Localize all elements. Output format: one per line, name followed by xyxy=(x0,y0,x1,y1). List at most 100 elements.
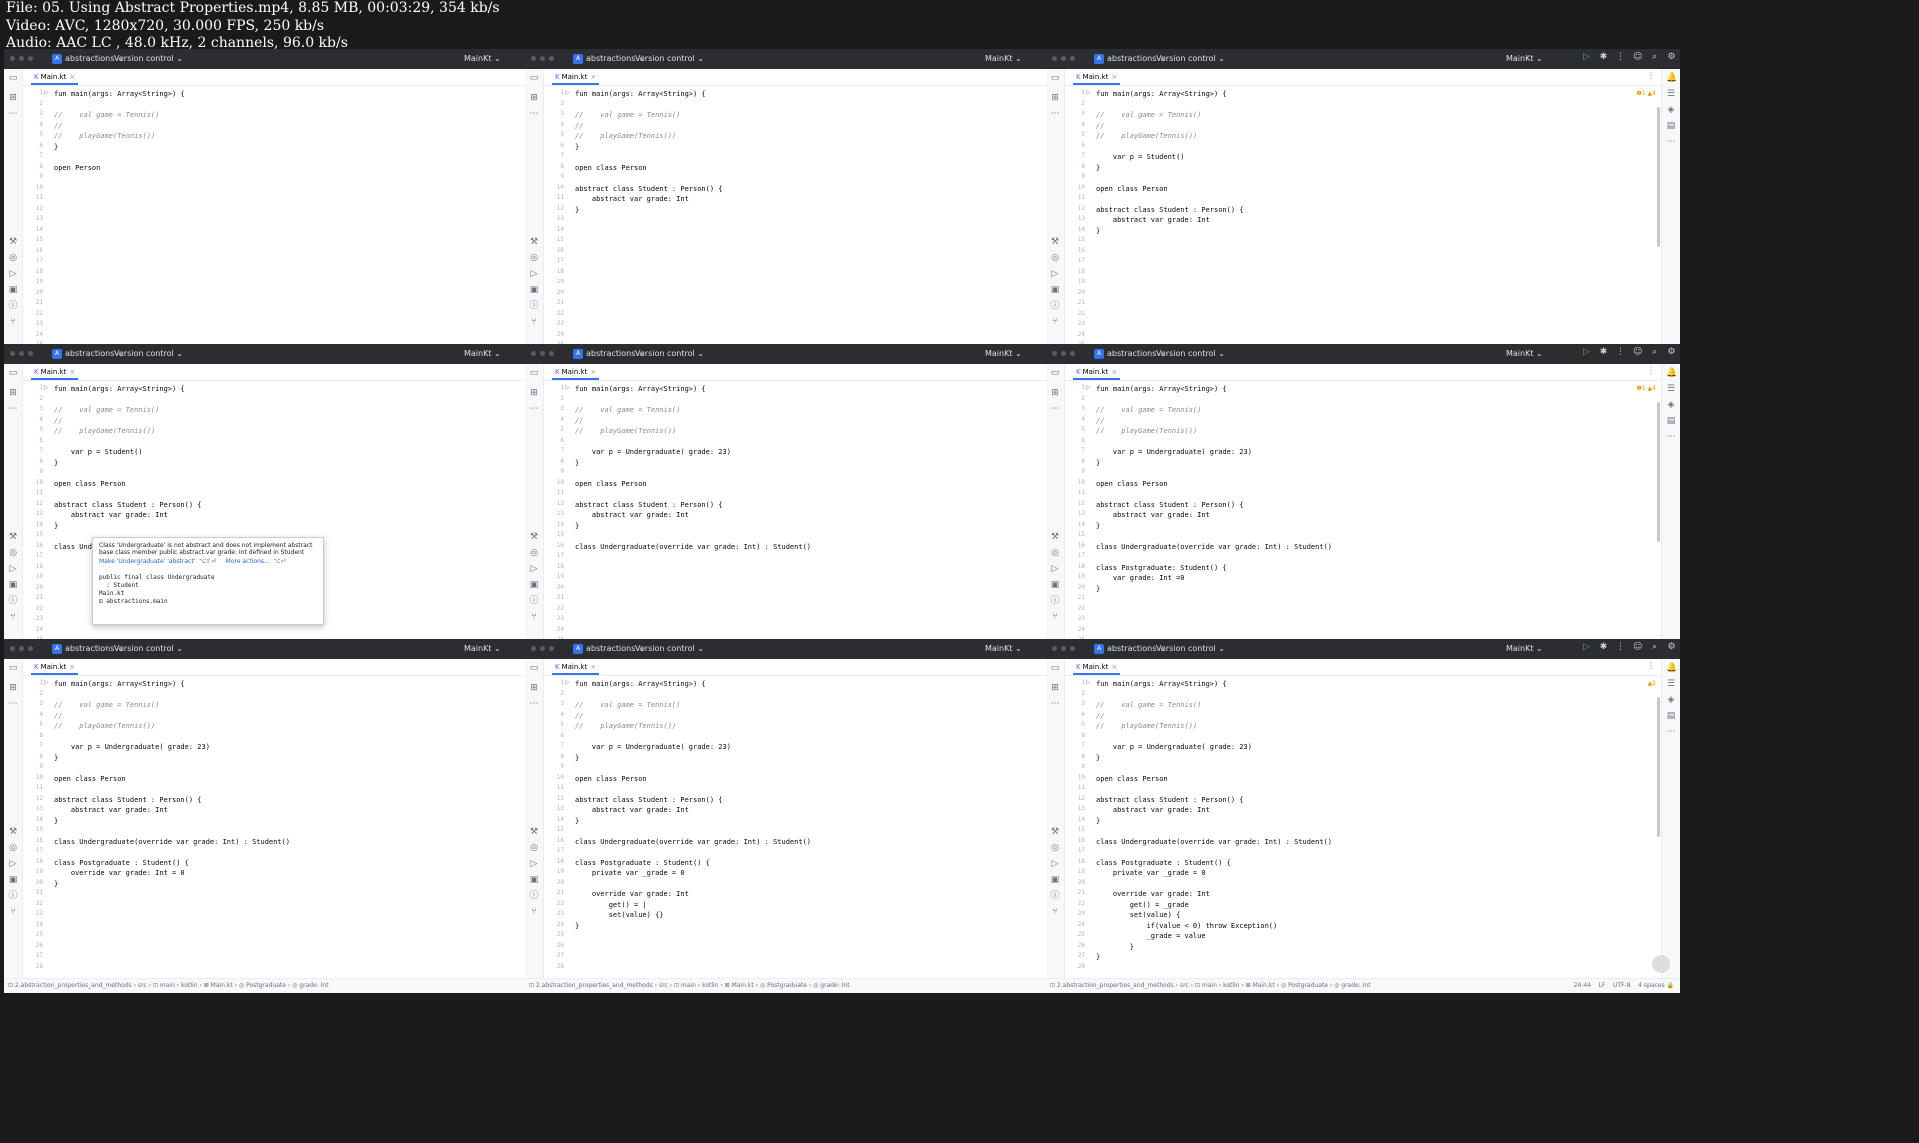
vertical-scrollbar[interactable] xyxy=(1657,107,1660,247)
tab-options-icon[interactable]: ⋮ xyxy=(1647,661,1655,670)
plugins-icon[interactable]: ◎ xyxy=(9,843,17,853)
version-control-menu[interactable]: Version control ⌄ xyxy=(114,644,183,653)
problems-icon[interactable]: ⓘ xyxy=(8,596,18,606)
build-icon[interactable]: ⚒ xyxy=(529,237,539,247)
run-gutter-icon[interactable]: ▷ xyxy=(1086,679,1091,686)
database-icon[interactable]: ☰ xyxy=(1666,384,1676,394)
run-icon[interactable]: ▷ xyxy=(1051,564,1059,574)
version-control-menu[interactable]: Version control ⌄ xyxy=(635,349,704,358)
run-config-selector[interactable]: MainKt ⌄ xyxy=(985,349,1022,358)
version-control-menu[interactable]: Version control ⌄ xyxy=(114,349,183,358)
problems-icon[interactable]: ⓘ xyxy=(8,301,18,311)
version-control-menu[interactable]: Version control ⌄ xyxy=(1156,349,1225,358)
search-icon[interactable]: ⌕ xyxy=(1651,347,1658,357)
inspection-widget[interactable]: ▲5 xyxy=(1647,680,1656,687)
tab-options-icon[interactable]: ⋮ xyxy=(1647,71,1655,80)
navigation-breadcrumb[interactable]: ⊡ 2.abstraction_properties_and_methods ›… xyxy=(8,982,329,989)
vertical-scrollbar[interactable] xyxy=(1657,402,1660,542)
code-editor[interactable]: fun main(args: Array<String>) {// val ga… xyxy=(1096,86,1658,389)
version-control-menu[interactable]: Version control ⌄ xyxy=(1156,644,1225,653)
version-control-menu[interactable]: Version control ⌄ xyxy=(635,54,704,63)
window-controls[interactable] xyxy=(531,56,554,61)
terminal-icon[interactable]: ▣ xyxy=(529,875,539,885)
code-editor[interactable]: fun main(args: Array<String>) {// val ga… xyxy=(575,676,1139,979)
build-icon[interactable]: ⚒ xyxy=(1050,532,1060,542)
debug-icon[interactable]: ✱ xyxy=(1599,347,1608,357)
plugins-icon[interactable]: ◎ xyxy=(1051,843,1059,853)
run-config-selector[interactable]: MainKt ⌄ xyxy=(1506,349,1543,358)
folder-icon[interactable]: ▭ xyxy=(8,73,18,83)
structure-icon[interactable]: ⊞ xyxy=(9,93,17,103)
structure-icon[interactable]: ⊞ xyxy=(530,93,538,103)
structure-icon[interactable]: ⊞ xyxy=(1051,388,1059,398)
run-gutter-icon[interactable]: ▷ xyxy=(1086,89,1091,96)
window-controls[interactable] xyxy=(531,351,554,356)
window-controls[interactable] xyxy=(1052,351,1075,356)
more-tools-icon[interactable]: ⋯ xyxy=(1050,699,1060,709)
build-icon[interactable]: ⚒ xyxy=(8,827,18,837)
run-icon[interactable]: ▷ xyxy=(1583,52,1590,62)
run-icon[interactable]: ▷ xyxy=(530,859,538,869)
run-icon[interactable]: ▷ xyxy=(1051,859,1059,869)
account-icon[interactable]: ☺ xyxy=(1633,642,1643,652)
navigation-breadcrumb[interactable]: ⊡ 2.abstraction_properties_and_methods ›… xyxy=(529,982,850,989)
run-icon[interactable]: ▷ xyxy=(530,269,538,279)
structure-icon[interactable]: ⊞ xyxy=(9,683,17,693)
version-control-menu[interactable]: Version control ⌄ xyxy=(114,54,183,63)
run-config-selector[interactable]: MainKt ⌄ xyxy=(985,54,1022,63)
error-tooltip-popup[interactable]: Class 'Undergraduate' is not abstract an… xyxy=(92,537,324,625)
folder-icon[interactable]: ▭ xyxy=(1050,368,1060,378)
code-editor[interactable]: fun main(args: Array<String>) {// val ga… xyxy=(575,381,1139,684)
more-tools-icon[interactable]: ⋯ xyxy=(8,699,18,709)
folder-icon[interactable]: ▭ xyxy=(529,663,539,673)
terminal-icon[interactable]: ▣ xyxy=(8,875,18,885)
run-config-selector[interactable]: MainKt ⌄ xyxy=(464,349,501,358)
terminal-icon[interactable]: ▣ xyxy=(529,285,539,295)
run-config-selector[interactable]: MainKt ⌄ xyxy=(464,644,501,653)
debug-icon[interactable]: ✱ xyxy=(1599,52,1608,62)
more-tools-icon[interactable]: ⋯ xyxy=(1050,109,1060,119)
code-editor[interactable]: fun main(args: Array<String>) {// val ga… xyxy=(1096,676,1658,979)
folder-icon[interactable]: ▭ xyxy=(8,368,18,378)
close-icon[interactable]: × xyxy=(590,368,597,376)
terminal-icon[interactable]: ▣ xyxy=(529,580,539,590)
terminal-icon[interactable]: ▣ xyxy=(8,285,18,295)
more-tools-icon[interactable]: ⋯ xyxy=(529,699,539,709)
terminal-icon[interactable]: ▣ xyxy=(1050,580,1060,590)
plugins-icon[interactable]: ◎ xyxy=(9,548,17,558)
run-icon[interactable]: ▷ xyxy=(1051,269,1059,279)
inspection-widget[interactable]: ❶1 ▲4 xyxy=(1636,385,1656,392)
terminal-icon[interactable]: ▣ xyxy=(1050,285,1060,295)
device-icon[interactable]: ▤ xyxy=(1666,416,1676,426)
build-icon[interactable]: ⚒ xyxy=(529,532,539,542)
plugins-icon[interactable]: ◎ xyxy=(9,253,17,263)
build-icon[interactable]: ⚒ xyxy=(529,827,539,837)
more-tools-icon[interactable]: ⋯ xyxy=(529,404,539,414)
git-icon[interactable]: ⑂ xyxy=(1052,317,1058,327)
close-icon[interactable]: × xyxy=(69,663,76,671)
folder-icon[interactable]: ▭ xyxy=(529,368,539,378)
problems-icon[interactable]: ⓘ xyxy=(529,891,539,901)
more-icon[interactable]: ⋮ xyxy=(1616,52,1625,62)
account-icon[interactable]: ☺ xyxy=(1633,347,1643,357)
problems-icon[interactable]: ⓘ xyxy=(8,891,18,901)
run-gutter-icon[interactable]: ▷ xyxy=(565,679,570,686)
window-controls[interactable] xyxy=(10,646,33,651)
window-controls[interactable] xyxy=(1052,646,1075,651)
plugins-icon[interactable]: ◎ xyxy=(530,843,538,853)
structure-icon[interactable]: ⊞ xyxy=(530,683,538,693)
git-icon[interactable]: ⑂ xyxy=(10,317,16,327)
run-gutter-icon[interactable]: ▷ xyxy=(44,679,49,686)
structure-icon[interactable]: ⊞ xyxy=(1051,683,1059,693)
folder-icon[interactable]: ▭ xyxy=(529,73,539,83)
problems-icon[interactable]: ⓘ xyxy=(1050,596,1060,606)
more-tools-icon[interactable]: ⋯ xyxy=(529,109,539,119)
run-icon[interactable]: ▷ xyxy=(9,564,17,574)
